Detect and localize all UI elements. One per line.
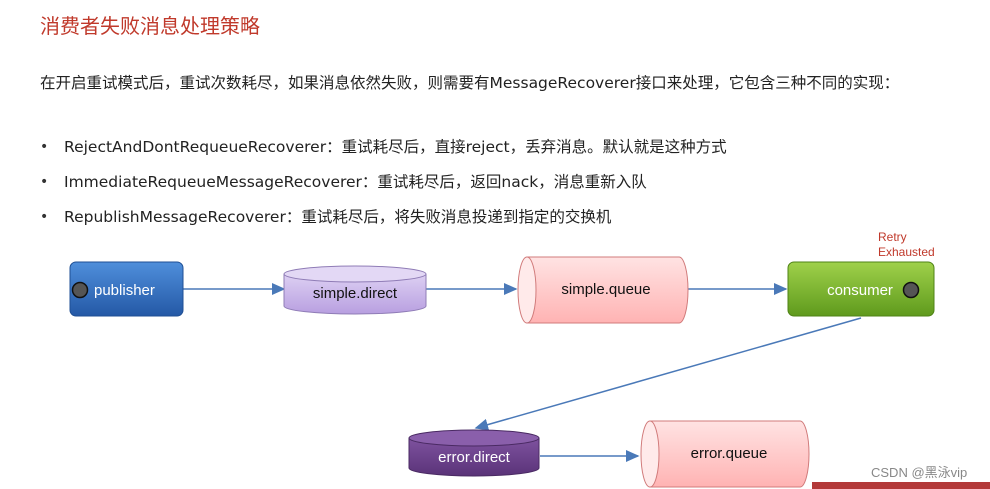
error-queue-node: error.queue: [640, 420, 810, 488]
error-queue-label: error.queue: [691, 445, 768, 462]
consumer-label: consumer: [827, 282, 893, 299]
retry-exhausted-line1: Retry: [878, 230, 907, 244]
bullet-text: RepublishMessageRecoverer：重试耗尽后，将失败消息投递到…: [64, 208, 612, 226]
bullet-icon: •: [40, 209, 49, 225]
footer-strip: [812, 482, 990, 489]
consumer-connector-icon: [902, 281, 920, 299]
list-item: • RepublishMessageRecoverer：重试耗尽后，将失败消息投递…: [40, 202, 727, 237]
simple-direct-exchange: simple.direct: [283, 265, 427, 315]
arrow-consumer-to-error-exchange: [474, 317, 862, 431]
consumer-node: consumer: [787, 261, 935, 317]
list-item: • ImmediateRequeueMessageRecoverer：重试耗尽后，…: [40, 167, 727, 202]
publisher-node: publisher: [69, 261, 184, 317]
publisher-connector-icon: [71, 281, 89, 299]
intro-paragraph: 在开启重试模式后，重试次数耗尽，如果消息依然失败，则需要有MessageReco…: [40, 74, 900, 92]
bullet-icon: •: [40, 174, 49, 190]
simple-direct-label: simple.direct: [313, 285, 398, 302]
retry-exhausted-line2: Exhausted: [878, 245, 935, 259]
simple-queue-node: simple.queue: [517, 256, 689, 324]
publisher-label: publisher: [94, 282, 155, 299]
page-title: 消费者失败消息处理策略: [40, 14, 260, 38]
error-direct-exchange: error.direct: [408, 429, 540, 477]
bullet-icon: •: [40, 139, 49, 155]
recoverer-list: • RejectAndDontRequeueRecoverer：重试耗尽后，直接r…: [40, 132, 727, 237]
simple-queue-label: simple.queue: [561, 281, 650, 298]
bullet-text: ImmediateRequeueMessageRecoverer：重试耗尽后，返…: [64, 173, 647, 191]
error-direct-label: error.direct: [438, 449, 511, 466]
watermark: CSDN @黑泳vip: [871, 465, 968, 480]
bullet-text: RejectAndDontRequeueRecoverer：重试耗尽后，直接re…: [64, 138, 727, 156]
list-item: • RejectAndDontRequeueRecoverer：重试耗尽后，直接r…: [40, 132, 727, 167]
